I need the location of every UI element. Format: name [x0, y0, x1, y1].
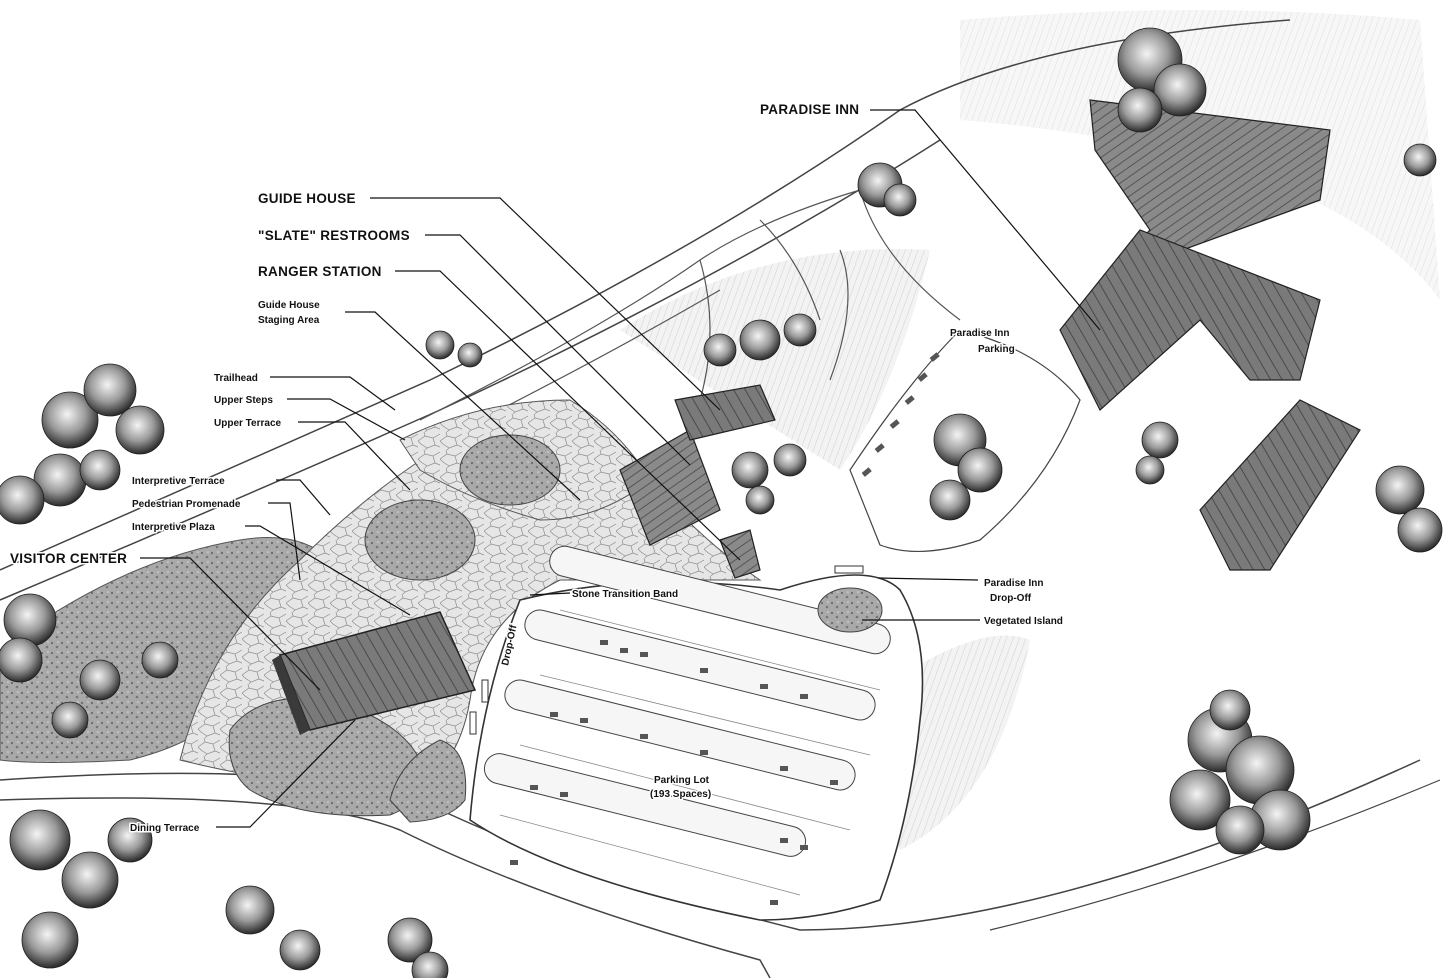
label-upper-terrace: Upper Terrace	[214, 418, 282, 429]
label-parking-lot-2: (193 Spaces)	[650, 789, 711, 800]
paradise-inn-building	[1059, 99, 1361, 571]
plaza-vegetation-island-1	[364, 499, 476, 581]
parking-island-row-4	[483, 753, 807, 857]
parking-lot	[483, 545, 891, 905]
label-ranger-station: RANGER STATION	[258, 264, 382, 279]
map-labels: PARADISE INN GUIDE HOUSE "SLATE" RESTROO…	[9, 101, 1065, 836]
label-visitor-center: VISITOR CENTER	[10, 551, 127, 566]
label-parking-lot-1: Parking Lot	[654, 775, 710, 786]
tree-clusters	[0, 27, 1443, 978]
parking-island-row-3	[504, 679, 856, 791]
label-paradise-inn: PARADISE INN	[760, 102, 859, 117]
label-guide-house-staging-1: Guide House	[258, 300, 320, 311]
label-slate-restrooms: "SLATE" RESTROOMS	[258, 228, 410, 243]
guide-house-building	[674, 384, 776, 441]
parking-island-row-1	[549, 545, 891, 655]
label-paradise-inn-dropoff-2: Drop-Off	[990, 593, 1032, 604]
label-interpretive-terrace: Interpretive Terrace	[132, 476, 225, 487]
slate-restrooms-building	[719, 529, 761, 579]
inn-parking-cars	[861, 352, 940, 477]
plaza-vegetation-island-2	[459, 434, 561, 506]
label-stone-transition-band: Stone Transition Band	[572, 589, 678, 600]
leader-lines	[140, 109, 1101, 828]
label-interpretive-plaza: Interpretive Plaza	[132, 522, 215, 533]
label-guide-house: GUIDE HOUSE	[258, 191, 356, 206]
drop-off-bays	[469, 679, 489, 735]
label-paradise-inn-parking-2: Parking	[978, 344, 1015, 355]
label-guide-house-staging-2: Staging Area	[258, 315, 320, 326]
parking-island-row-2	[524, 609, 876, 721]
parked-cars	[510, 640, 838, 905]
label-vegetated-island: Vegetated Island	[984, 616, 1063, 627]
label-paradise-inn-dropoff-1: Paradise Inn	[984, 578, 1043, 589]
visitor-center-building	[272, 611, 477, 735]
vegetated-island	[817, 587, 883, 633]
label-paradise-inn-parking-1: Paradise Inn	[950, 328, 1009, 339]
label-pedestrian-promenade: Pedestrian Promenade	[132, 499, 241, 510]
label-trailhead: Trailhead	[214, 373, 258, 384]
label-upper-steps: Upper Steps	[214, 395, 273, 406]
paradise-inn-dropoff-bay	[834, 565, 864, 574]
label-dining-terrace: Dining Terrace	[130, 823, 200, 834]
lower-vegetation-island	[389, 739, 467, 823]
